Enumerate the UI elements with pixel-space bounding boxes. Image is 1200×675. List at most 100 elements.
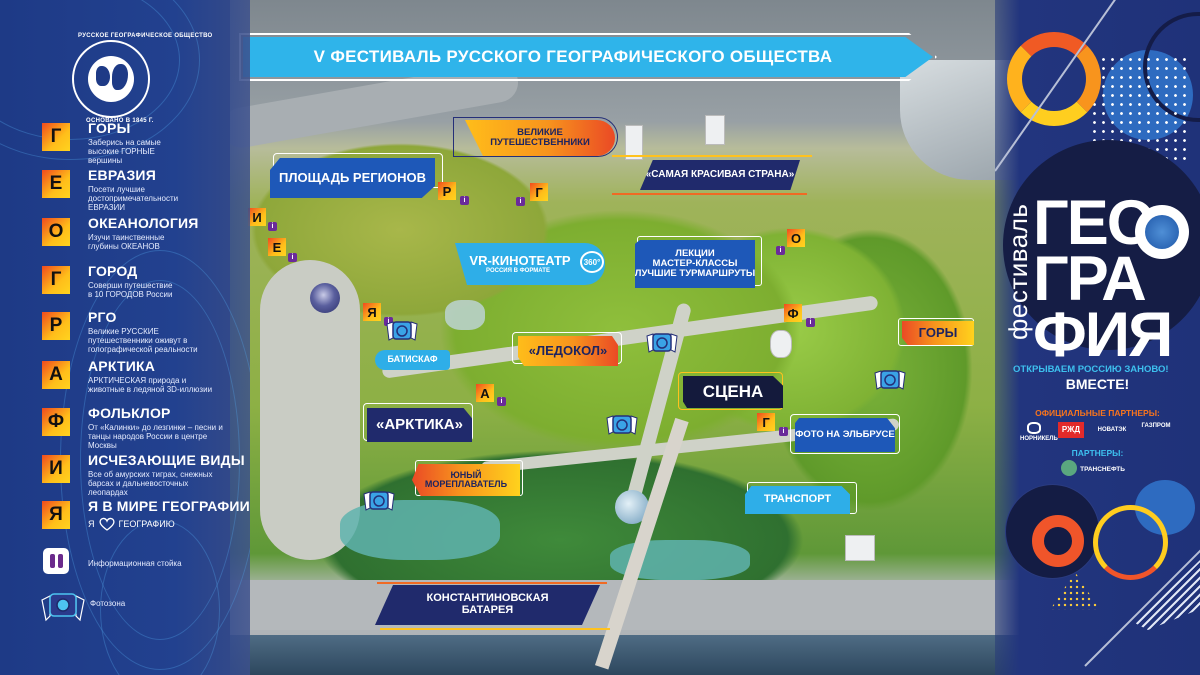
heart-prefix: Я	[88, 519, 95, 529]
360-icon: 360°	[580, 251, 604, 273]
contour-line	[100, 520, 220, 675]
letter-tile: Г	[42, 123, 70, 151]
rgo-emblem	[1135, 205, 1189, 259]
letter-marker-o[interactable]: О	[787, 229, 805, 247]
letter-marker-a[interactable]: А	[476, 384, 494, 402]
legend-title: ИСЧЕЗАЮЩИЕ ВИДЫ	[88, 452, 245, 468]
zone-velikie-puteshestvenniki[interactable]: ВЕЛИКИЕ ПУТЕШЕСТВЕННИКИ	[465, 120, 615, 156]
heart-icon	[98, 517, 115, 531]
photo-zone-label: Фотозона	[90, 599, 126, 608]
heart-suffix: ГЕОГРАФИЮ	[118, 519, 175, 529]
letter-tile: Е	[42, 170, 70, 198]
photo-zone-icon[interactable]	[605, 412, 639, 438]
zone-ledokol[interactable]: «ЛЕДОКОЛ»	[518, 336, 618, 366]
legend-title: АРКТИКА	[88, 358, 156, 374]
letter-marker-r[interactable]: Р	[438, 182, 456, 200]
zone-label: «САМАЯ КРАСИВАЯ СТРАНА»	[645, 168, 795, 180]
info-icon[interactable]: i	[776, 246, 785, 255]
zone-konstantinovskaya-batareya[interactable]: КОНСТАНТИНОВСКАЯ БАТАРЕЯ	[375, 585, 600, 625]
zone-sublabel: РОССИЯ В ФОРМАТЕ	[486, 267, 550, 274]
zone-scena[interactable]: СЦЕНА	[683, 376, 783, 408]
festival-banner: V ФЕСТИВАЛЬ РУССКОГО ГЕОГРАФИЧЕСКОГО ОБЩ…	[239, 33, 937, 81]
photo-zone-icon[interactable]	[362, 488, 396, 514]
red-ring	[1032, 515, 1084, 567]
zone-yunyi-moreplavatel[interactable]: ЮНЫЙ МОРЕПЛАВАТЕЛЬ	[412, 464, 520, 496]
rgo-logo	[72, 40, 150, 118]
zone-label: ФОТО НА ЭЛЬБРУСЕ	[795, 429, 895, 441]
info-icon[interactable]: i	[268, 222, 277, 231]
zone-ploshchad-regionov[interactable]: ПЛОЩАДЬ РЕГИОНОВ	[270, 158, 435, 198]
info-stand-label: Информационная стойка	[88, 559, 182, 568]
info-icon[interactable]: i	[806, 318, 815, 327]
plaza-path	[260, 260, 360, 560]
legend-desc: Великие РУССКИЕ путешественники оживут в…	[88, 327, 198, 354]
zone-label: ЛУЧШИЕ ТУРМАРШРУТЫ	[634, 267, 756, 279]
together-text: ВМЕСТЕ!	[1065, 376, 1130, 392]
photo-zone-legend-icon	[41, 593, 85, 622]
legend-panel: РУССКОЕ ГЕОГРАФИЧЕСКОЕ ОБЩЕСТВО ОСНОВАНО…	[0, 0, 250, 675]
connector	[612, 193, 807, 195]
zone-gory[interactable]: ГОРЫ	[902, 321, 974, 345]
info-icon[interactable]: i	[497, 397, 506, 406]
legend-desc: Заберись на самые высокие ГОРНЫЕ вершины	[88, 138, 161, 165]
letter-marker-i[interactable]: И	[248, 208, 266, 226]
photo-zone-icon[interactable]	[873, 367, 907, 393]
legend-item-gory: Г ГОРЫ Заберись на самые высокие ГОРНЫЕ в…	[42, 120, 183, 165]
letter-tile: О	[42, 218, 70, 246]
info-icon[interactable]: i	[384, 317, 393, 326]
pond	[445, 300, 485, 330]
legend-desc: От «Калинки» до лезгинки – песни и танцы…	[88, 423, 223, 450]
building	[705, 115, 725, 145]
logo-text: РУССКОЕ ГЕОГРАФИЧЕСКОЕ ОБЩЕСТВО	[78, 33, 213, 39]
river	[230, 635, 1020, 675]
sphere-pavilion	[310, 283, 340, 313]
zone-label: МАСТЕР-КЛАССЫ	[652, 258, 738, 270]
tent	[770, 330, 792, 358]
letter-marker-ya[interactable]: Я	[363, 303, 381, 321]
legend-title: РГО	[88, 309, 117, 325]
zone-label: КОНСТАНТИНОВСКАЯ	[426, 592, 549, 605]
zone-foto-na-elbruse[interactable]: ФОТО НА ЭЛЬБРУСЕ	[795, 418, 895, 452]
zone-label: БАТИСКАФ	[387, 354, 438, 365]
connector	[380, 628, 610, 630]
info-icon[interactable]: i	[288, 253, 297, 262]
legend-desc: АРКТИЧЕСКАЯ природа и животные в ледяной…	[88, 376, 213, 394]
letter-tile: А	[42, 361, 70, 389]
partners-heading: ПАРТНЕРЫ:	[1071, 448, 1124, 458]
zone-label: СЦЕНА	[702, 382, 764, 402]
photo-zone-icon[interactable]	[645, 330, 679, 356]
info-icon[interactable]: i	[516, 197, 525, 206]
zone-batiskaf[interactable]: БАТИСКАФ	[375, 350, 450, 370]
photo-zone-icon[interactable]	[385, 318, 419, 344]
yellow-ring	[1093, 505, 1168, 580]
info-icon[interactable]: i	[779, 427, 788, 436]
zone-arktika[interactable]: «АРКТИКА»	[367, 408, 472, 442]
letter-marker-e[interactable]: Е	[268, 238, 286, 256]
partner-logo-rzd: РЖД	[1058, 422, 1084, 438]
letter-marker-f[interactable]: Ф	[784, 304, 802, 322]
legend-desc: Все об амурских тиграх, снежных барсах и…	[88, 470, 213, 497]
zone-samaya-krasivaya-strana[interactable]: «САМАЯ КРАСИВАЯ СТРАНА»	[640, 160, 800, 190]
zone-transport[interactable]: ТРАНСПОРТ	[745, 486, 850, 514]
zone-label: ПУТЕШЕСТВЕННИКИ	[490, 137, 590, 148]
zone-label: БАТАРЕЯ	[461, 604, 514, 616]
title-line: ГРА	[1033, 244, 1147, 314]
fest-title: ГЕО ГРА ФИЯ	[1033, 192, 1173, 367]
letter-marker-g2[interactable]: Г	[757, 413, 775, 431]
zone-label: ВЕЛИКИЕ	[517, 127, 563, 139]
letter-marker-g[interactable]: Г	[530, 183, 548, 201]
legend-desc: Изучи таинственные глубины ОКЕАНОВ	[88, 233, 165, 251]
legend-title: ГОРЫ	[88, 120, 131, 136]
partner-logo-transneft: ТРАНСНЕФТЬ	[1080, 466, 1125, 473]
legend-title: ЕВРАЗИЯ	[88, 167, 156, 183]
zone-lekcii[interactable]: ЛЕКЦИИ МАСТЕР-КЛАССЫ ЛУЧШИЕ ТУРМАРШРУТЫ	[635, 240, 755, 288]
partner-logo-1	[1061, 460, 1077, 476]
info-icon[interactable]: i	[460, 196, 469, 205]
legend-item-arktika: А АРКТИКА АРКТИЧЕСКАЯ природа и животные …	[42, 358, 213, 394]
banner-title: V ФЕСТИВАЛЬ РУССКОГО ГЕОГРАФИЧЕСКОГО ОБЩ…	[313, 47, 833, 66]
globe-icon	[1145, 215, 1179, 249]
